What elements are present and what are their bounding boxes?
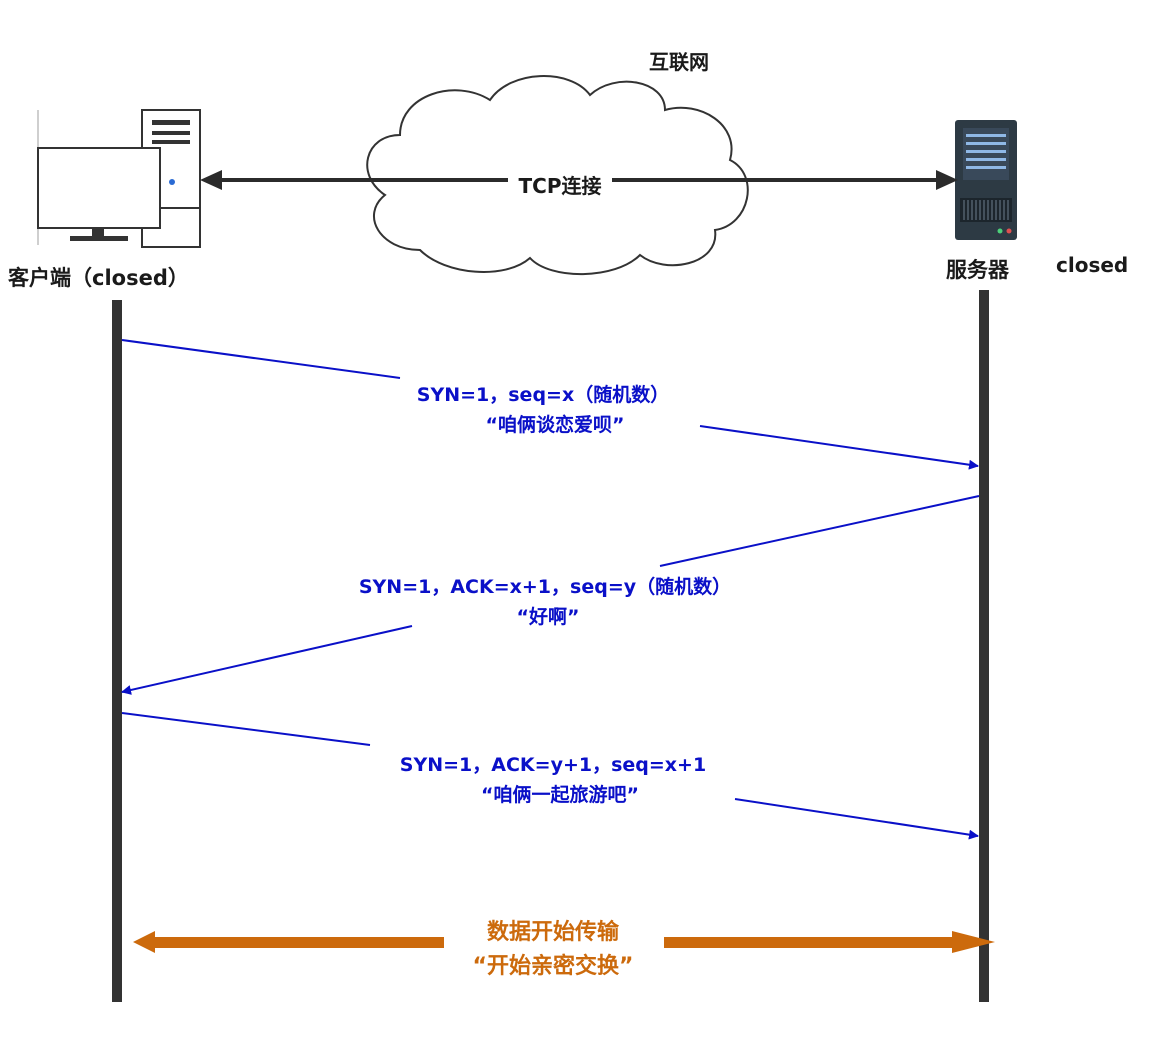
syn-ack-caption: “好啊” — [516, 606, 580, 628]
syn-ack-arrow — [121, 495, 980, 695]
server-lifeline — [979, 290, 989, 1002]
server-state-label: closed — [1056, 253, 1129, 277]
syn-label: SYN=1，seq=x（随机数） — [416, 384, 670, 406]
tcp-connection-label: TCP连接 — [518, 174, 602, 198]
internet-title: 互联网 — [649, 50, 709, 74]
syn-arrow — [121, 339, 979, 470]
data-transfer-arrow — [133, 931, 995, 953]
ack-arrow — [121, 712, 979, 840]
ack-caption: “咱俩一起旅游吧” — [481, 784, 639, 806]
transfer-caption: “开始亲密交换” — [472, 954, 634, 979]
tcp-connection-arrow — [200, 170, 958, 192]
server-label: 服务器 — [946, 258, 1009, 282]
desktop-computer-icon — [37, 109, 201, 248]
syn-caption: “咱俩谈恋爱呗” — [485, 414, 625, 436]
server-rack-icon — [955, 120, 1017, 240]
syn-ack-label: SYN=1，ACK=x+1，seq=y（随机数） — [358, 576, 732, 598]
ack-label: SYN=1，ACK=y+1，seq=x+1 — [399, 754, 707, 776]
transfer-label: 数据开始传输 — [486, 920, 620, 945]
client-lifeline — [112, 300, 122, 1002]
client-label: 客户端（closed） — [8, 266, 189, 290]
